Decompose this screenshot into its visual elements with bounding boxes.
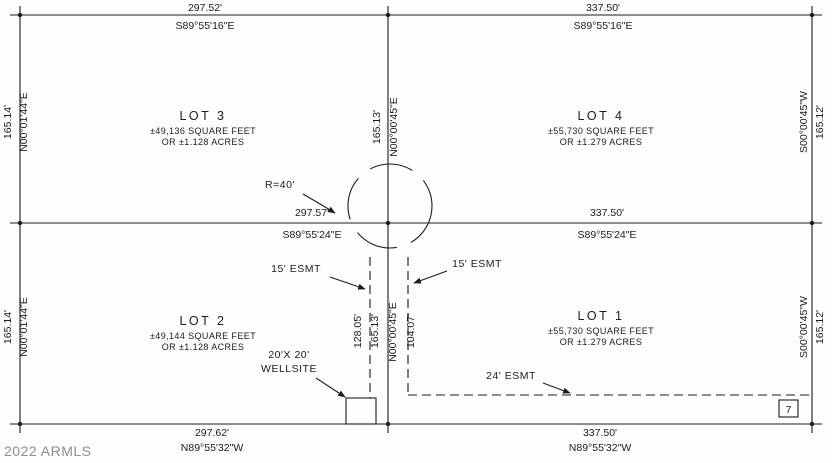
- dim-east-bottom-distance: 165.12': [814, 310, 826, 344]
- dim-bottom-left-bearing: N89°55'32"W: [181, 442, 244, 454]
- parcel-number-label: 7: [786, 404, 792, 416]
- dim-bottom-right-bearing: N89°55'32"W: [569, 442, 632, 454]
- survey-point: [809, 220, 815, 226]
- dim-esmt-right-length: 104.07': [405, 314, 417, 348]
- survey-point: [385, 220, 391, 226]
- survey-point: [809, 12, 815, 18]
- dim-top-right-distance: 337.50': [586, 2, 620, 14]
- survey-point: [17, 220, 23, 226]
- lot4-sqft: ±55,730 SQUARE FEET: [548, 126, 654, 136]
- esmt15-right-label: 15' ESMT: [452, 258, 502, 270]
- dim-west-top-distance: 165.14': [2, 105, 14, 139]
- esmt24-label: 24' ESMT: [486, 370, 536, 382]
- radius-label: R=40': [265, 179, 295, 191]
- lot3-acres: OR ±1.128 ACRES: [162, 137, 244, 147]
- wellsite-box: [345, 397, 377, 425]
- dim-top-left-bearing: S89°55'16"E: [176, 20, 235, 32]
- survey-point: [809, 421, 815, 427]
- lot1-acres: OR ±1.279 ACRES: [560, 337, 642, 347]
- wellsite-leader-arrow: [315, 377, 346, 398]
- esmt15-left-leader-arrow: [329, 276, 366, 290]
- dim-east-bottom-bearing: S00°00'45"W: [798, 296, 810, 358]
- dim-east-top-distance: 165.12': [814, 105, 826, 139]
- esmt15-left-label: 15' ESMT: [271, 263, 321, 275]
- lot4-name: LOT 4: [577, 109, 624, 123]
- lot2-sqft: ±49,144 SQUARE FEET: [150, 331, 256, 341]
- dim-top-left-distance: 297.52': [188, 2, 222, 14]
- dim-top-right-bearing: S89°55'16"E: [574, 20, 633, 32]
- lot1-sqft: ±55,730 SQUARE FEET: [548, 326, 654, 336]
- dim-west-bottom-distance: 165.14': [2, 310, 14, 344]
- dim-center-top-bearing: N00°00'45"E: [388, 97, 400, 157]
- lot4-acres: OR ±1.279 ACRES: [560, 137, 642, 147]
- dim-mid-right-bearing: S89°55'24"E: [578, 229, 637, 241]
- survey-point: [385, 421, 391, 427]
- survey-point: [17, 12, 23, 18]
- dim-bottom-right-distance: 337.50': [583, 427, 617, 439]
- survey-point: [17, 421, 23, 427]
- lot1-name: LOT 1: [577, 309, 624, 323]
- dim-center-bottom-distance: 165.13': [369, 314, 381, 348]
- survey-point: [385, 12, 391, 18]
- dim-west-bottom-bearing: N00°01'44"E: [18, 297, 30, 357]
- lot3-name: LOT 3: [179, 109, 226, 123]
- dim-bottom-left-distance: 297.62': [195, 427, 229, 439]
- radius-leader-arrow: [302, 193, 336, 214]
- dim-mid-left-distance: 297.57': [295, 207, 329, 219]
- esmt15-right-leader-arrow: [413, 270, 448, 284]
- radius-40-circle: [347, 163, 433, 249]
- parcel-number-box: [778, 399, 799, 418]
- dim-mid-left-bearing: S89°55'24"E: [283, 229, 342, 241]
- dim-esmt-left-length: 128.05': [352, 314, 364, 348]
- lot2-name: LOT 2: [179, 314, 226, 328]
- dim-east-top-bearing: S00°00'45"W: [798, 91, 810, 153]
- wellsite-label-line1: 20'X 20': [268, 349, 309, 361]
- dim-center-top-distance: 165.13': [371, 110, 383, 144]
- lot3-sqft: ±49,136 SQUARE FEET: [150, 126, 256, 136]
- wellsite-label-line2: WELLSITE: [261, 363, 317, 375]
- dim-west-top-bearing: N00°01'44"E: [18, 92, 30, 152]
- dim-mid-right-distance: 337.50': [590, 207, 624, 219]
- armls-watermark: 2022 ARMLS: [4, 443, 92, 459]
- esmt24-leader-arrow: [542, 382, 571, 394]
- lot2-acres: OR ±1.128 ACRES: [162, 342, 244, 352]
- dim-center-bottom-bearing: N00°00'45"E: [387, 302, 399, 362]
